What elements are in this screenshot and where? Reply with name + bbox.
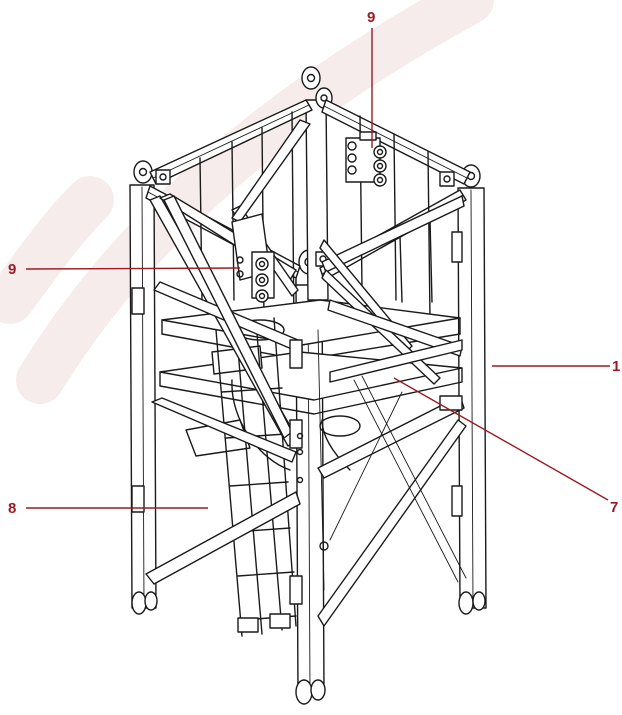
callout-labels: 9 9 1 7 8 <box>8 9 620 517</box>
callout-9-left: 9 <box>8 261 16 278</box>
callout-8: 8 <box>8 500 16 517</box>
watermark <box>0 0 494 404</box>
callout-1: 1 <box>612 358 620 375</box>
connection-block-top <box>345 131 387 187</box>
chord-brackets <box>131 231 463 605</box>
tower-frame-drawing <box>129 66 487 705</box>
left-chord <box>129 160 158 615</box>
callout-leaders <box>25 28 610 509</box>
callout-7: 7 <box>610 499 618 516</box>
connection-block-left <box>231 213 275 303</box>
right-chord <box>457 164 487 615</box>
diagonal-bracing <box>145 119 467 627</box>
callout-9-top: 9 <box>367 9 375 26</box>
